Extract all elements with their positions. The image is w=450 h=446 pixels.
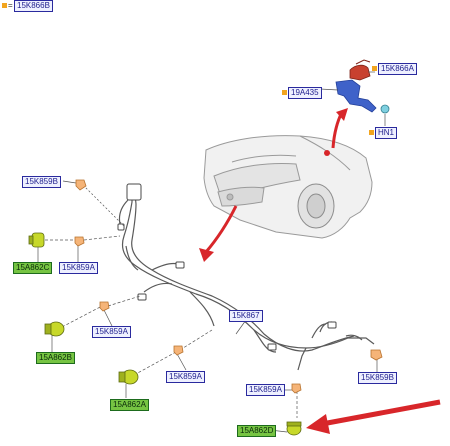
label-marker — [282, 90, 287, 95]
sensor-15A862A-icon — [118, 369, 139, 385]
label-15K866A: 15K866A — [378, 63, 417, 75]
red-arrows — [199, 108, 441, 434]
sensor-15A862C-icon — [28, 232, 45, 248]
label-15K859A-4: 15K859A — [246, 384, 285, 396]
label-marker — [372, 66, 377, 71]
label-15K867: 15K867 — [229, 310, 263, 322]
label-15K859B-left: 15K859B — [22, 176, 61, 188]
label-marker — [369, 130, 374, 135]
legend-equals: = — [8, 1, 13, 10]
label-15K859A-2: 15K859A — [92, 326, 131, 338]
label-HN1: HN1 — [375, 127, 398, 139]
label-15A862C: 15A862C — [13, 262, 53, 274]
parking-sensors — [28, 232, 302, 436]
label-15K859B-right: 15K859B — [358, 372, 397, 384]
car-sensor-location — [324, 150, 330, 156]
label-15A862B: 15A862B — [36, 352, 75, 364]
sensor-15A862B-icon — [44, 321, 65, 337]
label-19A435: 19A435 — [288, 87, 322, 99]
label-15K859A-3: 15K859A — [166, 371, 205, 383]
bracket-assembly — [335, 59, 390, 114]
sensor-15A862D-icon — [286, 421, 302, 436]
connector-parts — [74, 179, 383, 394]
label-15A862D: 15A862D — [237, 425, 277, 437]
label-15A862A: 15A862A — [110, 399, 149, 411]
label-15K859A-1: 15K859A — [59, 262, 98, 274]
car-illustration — [203, 135, 373, 239]
harness-connectors — [117, 183, 337, 351]
legend-code-label: 15K866B — [14, 0, 53, 12]
legend-marker — [2, 3, 7, 8]
